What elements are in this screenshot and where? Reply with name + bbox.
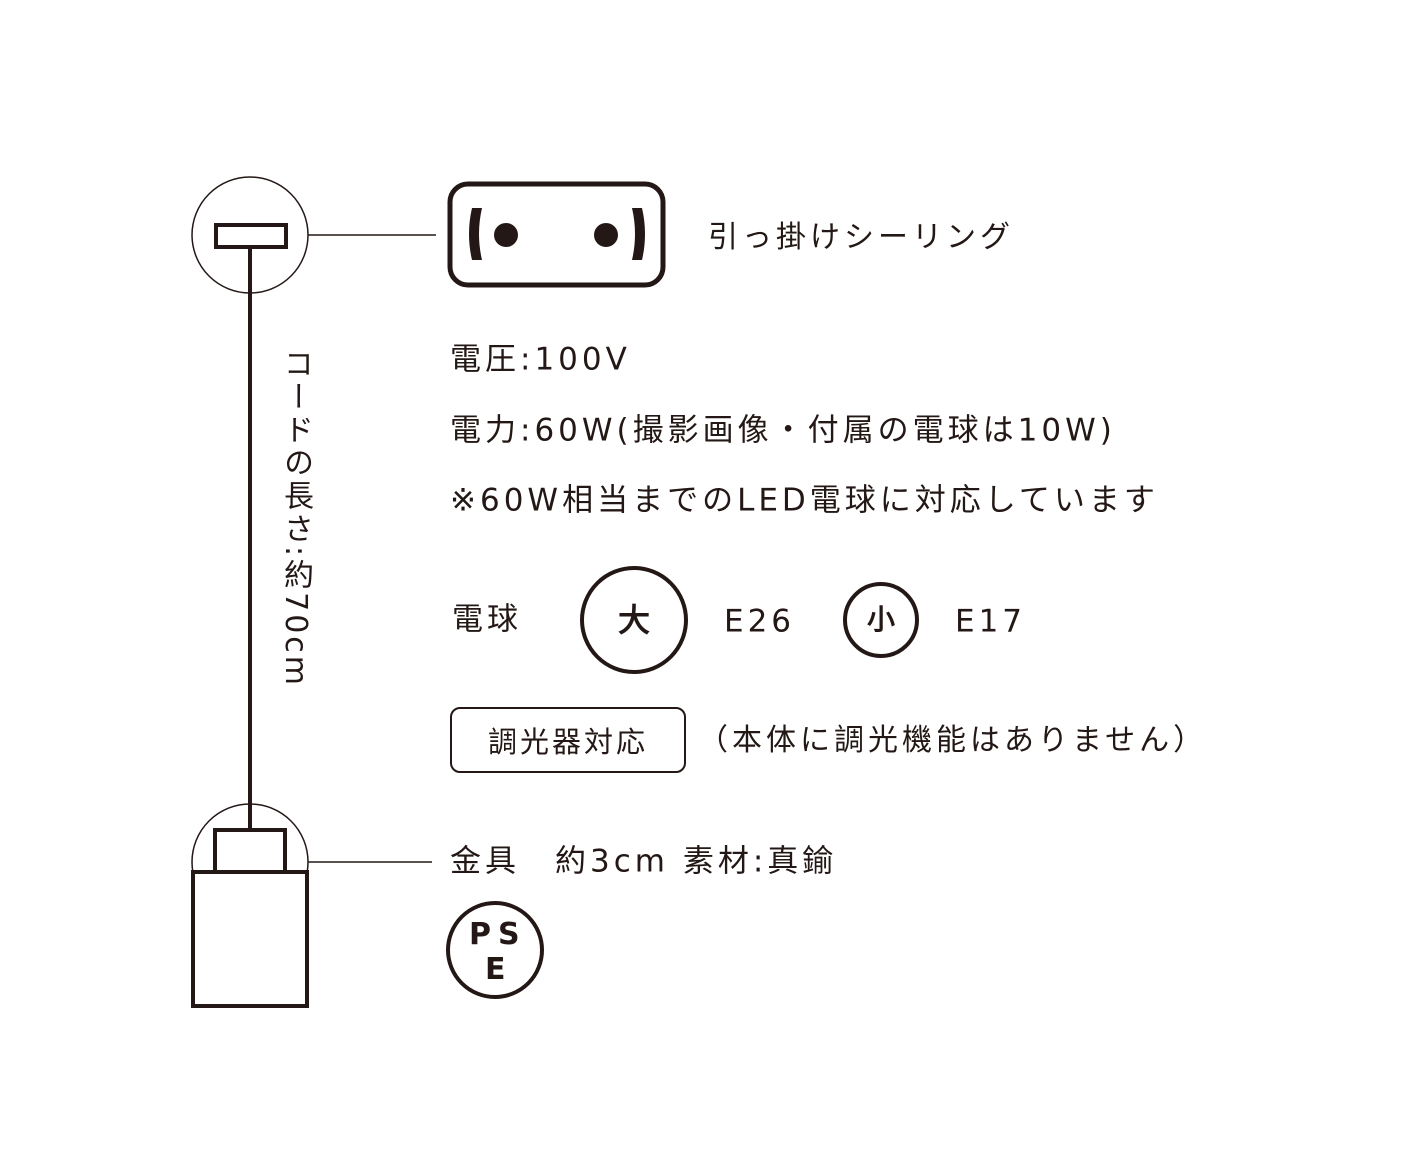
bulb-large-symbol: 大 xyxy=(617,601,651,639)
led-note: ※60W相当までのLED電球に対応しています xyxy=(450,482,1159,519)
rosette-hole-right-icon xyxy=(594,223,618,247)
bulb-small-circle xyxy=(843,582,919,658)
fitting-spec: 金具 約3cm 素材:真鍮 xyxy=(450,843,838,880)
dimmer-compatible-badge: 調光器対応 xyxy=(450,707,686,773)
socket-cap-shape xyxy=(213,828,287,874)
bulb-small-base: E17 xyxy=(955,603,1027,640)
ceiling-mount-shape xyxy=(214,223,288,249)
ceiling-label: 引っ掛けシーリング xyxy=(708,220,1014,255)
pse-letter-p: P xyxy=(469,917,491,952)
dimmer-note: （本体に調光機能はありません） xyxy=(698,723,1208,758)
pse-mark-circle xyxy=(446,901,544,999)
voltage-spec: 電圧:100V xyxy=(450,341,631,378)
pse-letter-s: S xyxy=(498,917,520,952)
rosette-bracket-left-icon xyxy=(469,208,482,260)
bulb-small-symbol: 小 xyxy=(866,603,896,636)
bulb-large-circle xyxy=(580,566,688,674)
ceiling-rosette-icon xyxy=(447,181,666,288)
pse-letter-e: E xyxy=(485,952,506,987)
bulb-label: 電球 xyxy=(452,601,522,638)
bulb-large-base: E26 xyxy=(724,603,796,640)
rosette-hole-left-icon xyxy=(494,223,518,247)
rosette-bracket-right-icon xyxy=(632,208,645,260)
cord-length-label: コードの長さ:約70cm xyxy=(278,348,313,688)
shade-shape xyxy=(191,870,309,1008)
power-spec: 電力:60W(撮影画像・付属の電球は10W) xyxy=(450,412,1116,449)
